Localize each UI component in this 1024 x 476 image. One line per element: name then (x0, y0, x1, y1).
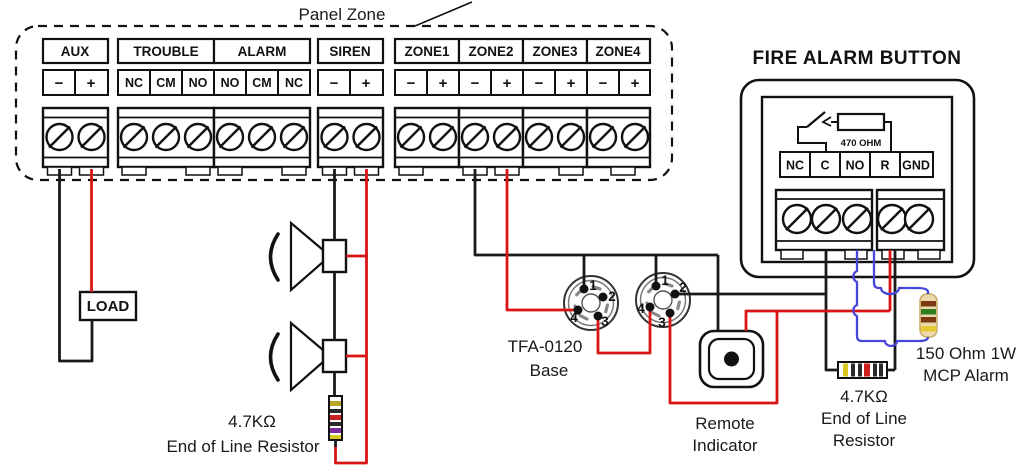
trouble-cm: CM (156, 76, 175, 90)
fab-no: NO (846, 159, 865, 173)
aux-neg: − (55, 75, 64, 92)
remote-indicator-label-1: Remote (695, 414, 755, 433)
panel-zone: Panel Zone AUX − + TROUBLE ALARM (14, 1, 674, 182)
wire-aux-negative (58, 169, 94, 363)
resistor-470ohm (836, 112, 886, 132)
siren-speaker-2 (268, 320, 348, 393)
alarm-no: NO (221, 76, 240, 90)
base1-pin2: 2 (608, 289, 616, 304)
sound-arc-icon (268, 332, 280, 382)
panel-group-aux: AUX − + (41, 37, 110, 176)
zone3-label: ZONE3 (532, 44, 578, 59)
alarm-cm: CM (252, 76, 271, 90)
switch-contact-arrow (821, 116, 832, 127)
panel-zone-label: Panel Zone (299, 5, 386, 24)
remote-indicator-label-2: Indicator (692, 436, 758, 455)
sound-arc-icon (268, 232, 280, 282)
wire-r-to-resistor (872, 250, 930, 296)
fab-switch-circuit: 470 OHM (797, 111, 892, 152)
siren-eol-resistor (328, 395, 343, 441)
switch-blade (806, 111, 826, 128)
panel-zone-pointer (414, 1, 473, 27)
zone2-pos: + (503, 75, 512, 92)
siren-pos: + (362, 75, 371, 92)
base1-pin1: 1 (589, 278, 597, 293)
base1-pin4: 4 (570, 310, 578, 325)
fire-alarm-button-title: FIRE ALARM BUTTON (752, 48, 961, 69)
zone1-pos: + (439, 75, 448, 92)
load-label: LOAD (87, 298, 130, 315)
alarm-label: ALARM (238, 44, 287, 59)
zone3-neg: − (535, 75, 544, 92)
base1-pin3: 3 (601, 314, 609, 329)
zone2-neg: − (471, 75, 480, 92)
panel-group-siren: SIREN − + (316, 37, 385, 176)
wire-zone2-negative (473, 169, 720, 331)
speaker-cone (289, 220, 325, 293)
zone1-neg: − (407, 75, 416, 92)
mcp-eol-value: 4.7KΩ (840, 387, 888, 406)
mcp-150ohm-resistor (919, 293, 938, 338)
fab-terminal-labels: NC C NO R GND (779, 151, 934, 178)
fab-nc: NC (786, 159, 804, 173)
speaker-driver (321, 338, 348, 374)
mcp-eol-caption-2: Resistor (833, 431, 896, 450)
remote-indicator (698, 329, 765, 389)
indicator-lamp-icon (724, 351, 739, 367)
wire-siren-negative (333, 169, 337, 447)
mcp-resistor-caption: MCP Alarm (923, 366, 1009, 385)
wire-base1-to-base2 (596, 308, 652, 355)
aux-label: AUX (61, 44, 90, 59)
wire-no-to-resistor (852, 250, 930, 348)
siren-label: SIREN (329, 44, 370, 59)
wire-zone2-positive (505, 169, 578, 312)
load-box: LOAD (78, 290, 138, 322)
base2-pin3: 3 (658, 315, 666, 330)
zone1-label: ZONE1 (404, 44, 450, 59)
siren-eol-value: 4.7KΩ (228, 412, 276, 431)
mcp-eol-caption-1: End of Line (821, 409, 907, 428)
base-caption: Base (530, 361, 569, 380)
base2-pin1: 1 (661, 273, 669, 288)
alarm-nc: NC (285, 76, 303, 90)
speaker-cone (289, 320, 325, 393)
siren-neg: − (330, 75, 339, 92)
fire-alarm-button: FIRE ALARM BUTTON 470 OHM NC C NO R GND (739, 48, 976, 279)
panel-group-trouble-alarm: TROUBLE ALARM NC CM NO NO CM NC (116, 37, 312, 176)
detector-base-1 (563, 275, 619, 331)
zone4-pos: + (631, 75, 640, 92)
resistor-470ohm-label: 470 OHM (841, 138, 882, 149)
speaker-driver (321, 238, 348, 274)
trouble-nc: NC (125, 76, 143, 90)
wire-siren-positive (334, 169, 368, 465)
fab-r: R (880, 159, 889, 173)
base-terminal-pins: 1 2 3 4 1 2 3 4 (570, 273, 687, 330)
base-model: TFA-0120 (508, 337, 583, 356)
zone2-label: ZONE2 (468, 44, 513, 59)
trouble-no: NO (189, 76, 208, 90)
siren-eol-caption: End of Line Resistor (166, 437, 319, 456)
panel-terminal-screws (45, 122, 650, 152)
wiring (58, 169, 930, 465)
fab-terminal-screws (781, 203, 935, 235)
panel-group-zones: ZONE1 ZONE2 ZONE3 ZONE4 − + − + − + − + (393, 37, 652, 176)
wire-base2-to-mcp (668, 250, 892, 405)
aux-pos: + (87, 75, 96, 92)
zone4-neg: − (599, 75, 608, 92)
fab-terminal-blocks (774, 188, 946, 260)
panel-zone-border (14, 24, 674, 182)
trouble-label: TROUBLE (133, 44, 198, 59)
captions: 4.7KΩ End of Line Resistor TFA-0120 Base… (166, 337, 1016, 456)
fab-c: C (820, 159, 829, 173)
base2-pin2: 2 (679, 280, 687, 295)
mcp-eol-resistor (837, 361, 888, 379)
fab-gnd: GND (902, 159, 930, 173)
zone4-label: ZONE4 (595, 44, 641, 59)
wire-mcp-negative (675, 250, 897, 372)
base2-pin4: 4 (637, 301, 645, 316)
zone3-pos: + (567, 75, 576, 92)
mcp-resistor-value: 150 Ohm 1W (916, 344, 1016, 363)
